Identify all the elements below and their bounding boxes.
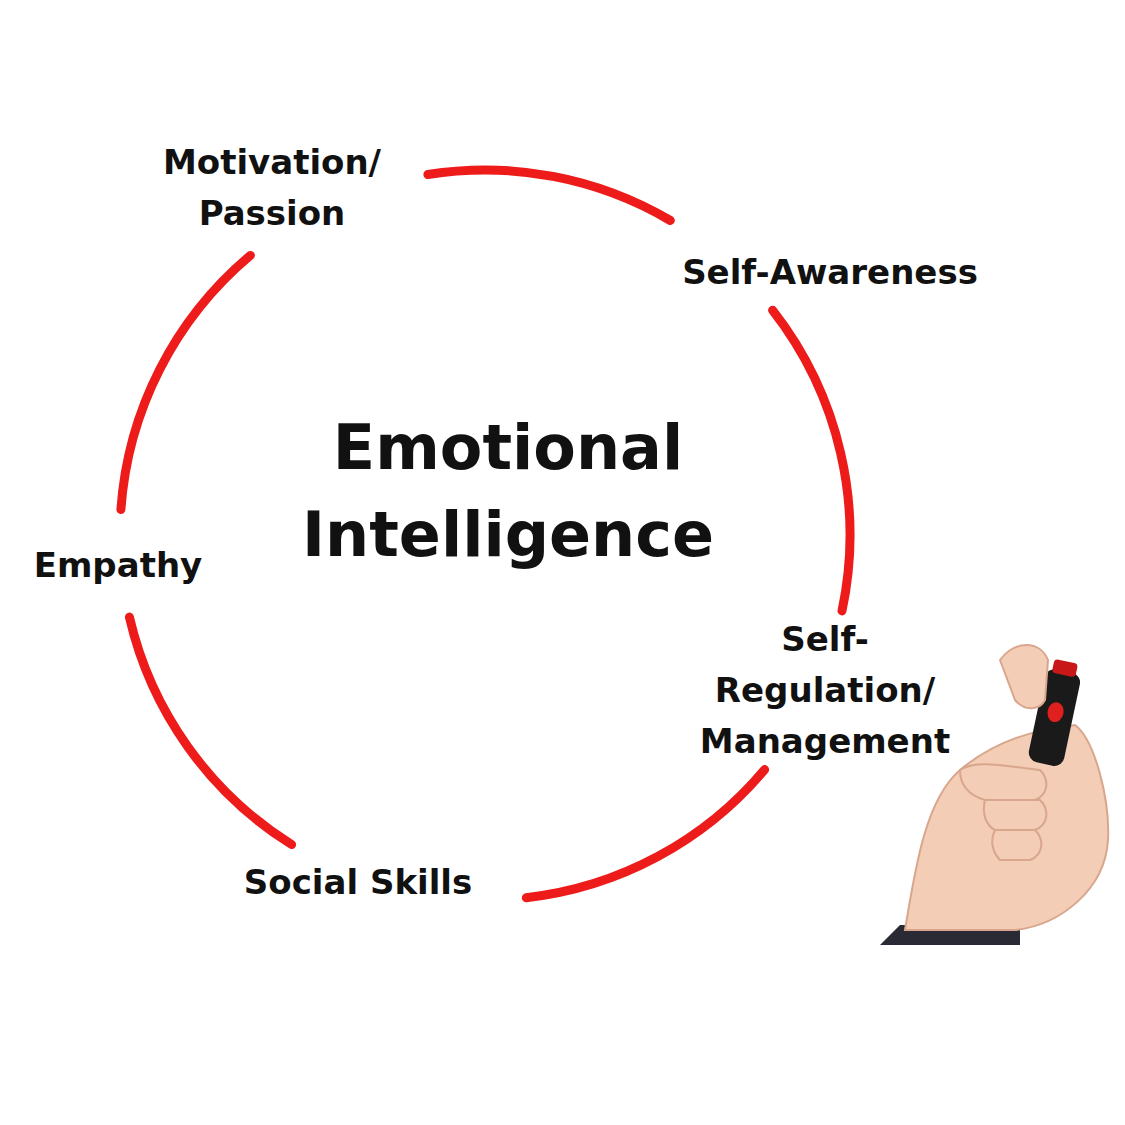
component-label: Motivation/ Passion [163, 137, 381, 239]
finger [984, 800, 1046, 830]
center-title: Emotional Intelligence [302, 405, 714, 579]
component-label: Self-Awareness [682, 247, 978, 298]
component-label-holder: Self-Awareness [682, 247, 978, 298]
component-label-holder: Self-Regulation/ Management [700, 614, 950, 767]
ring-arc [121, 255, 251, 509]
ring-arc [773, 310, 850, 611]
ring-arc [526, 770, 764, 898]
center-title-holder: Emotional Intelligence [302, 405, 714, 579]
component-label: Empathy [34, 540, 203, 591]
finger [992, 830, 1041, 860]
finger [960, 764, 1046, 800]
component-label: Self-Regulation/ Management [700, 614, 950, 767]
ring-arc [129, 617, 291, 844]
component-label-holder: Social Skills [244, 857, 472, 908]
component-label: Social Skills [244, 857, 472, 908]
component-label-holder: Empathy [34, 540, 203, 591]
component-label-holder: Motivation/ Passion [163, 137, 381, 239]
ring-arc [428, 170, 670, 221]
thumb [1000, 645, 1048, 708]
